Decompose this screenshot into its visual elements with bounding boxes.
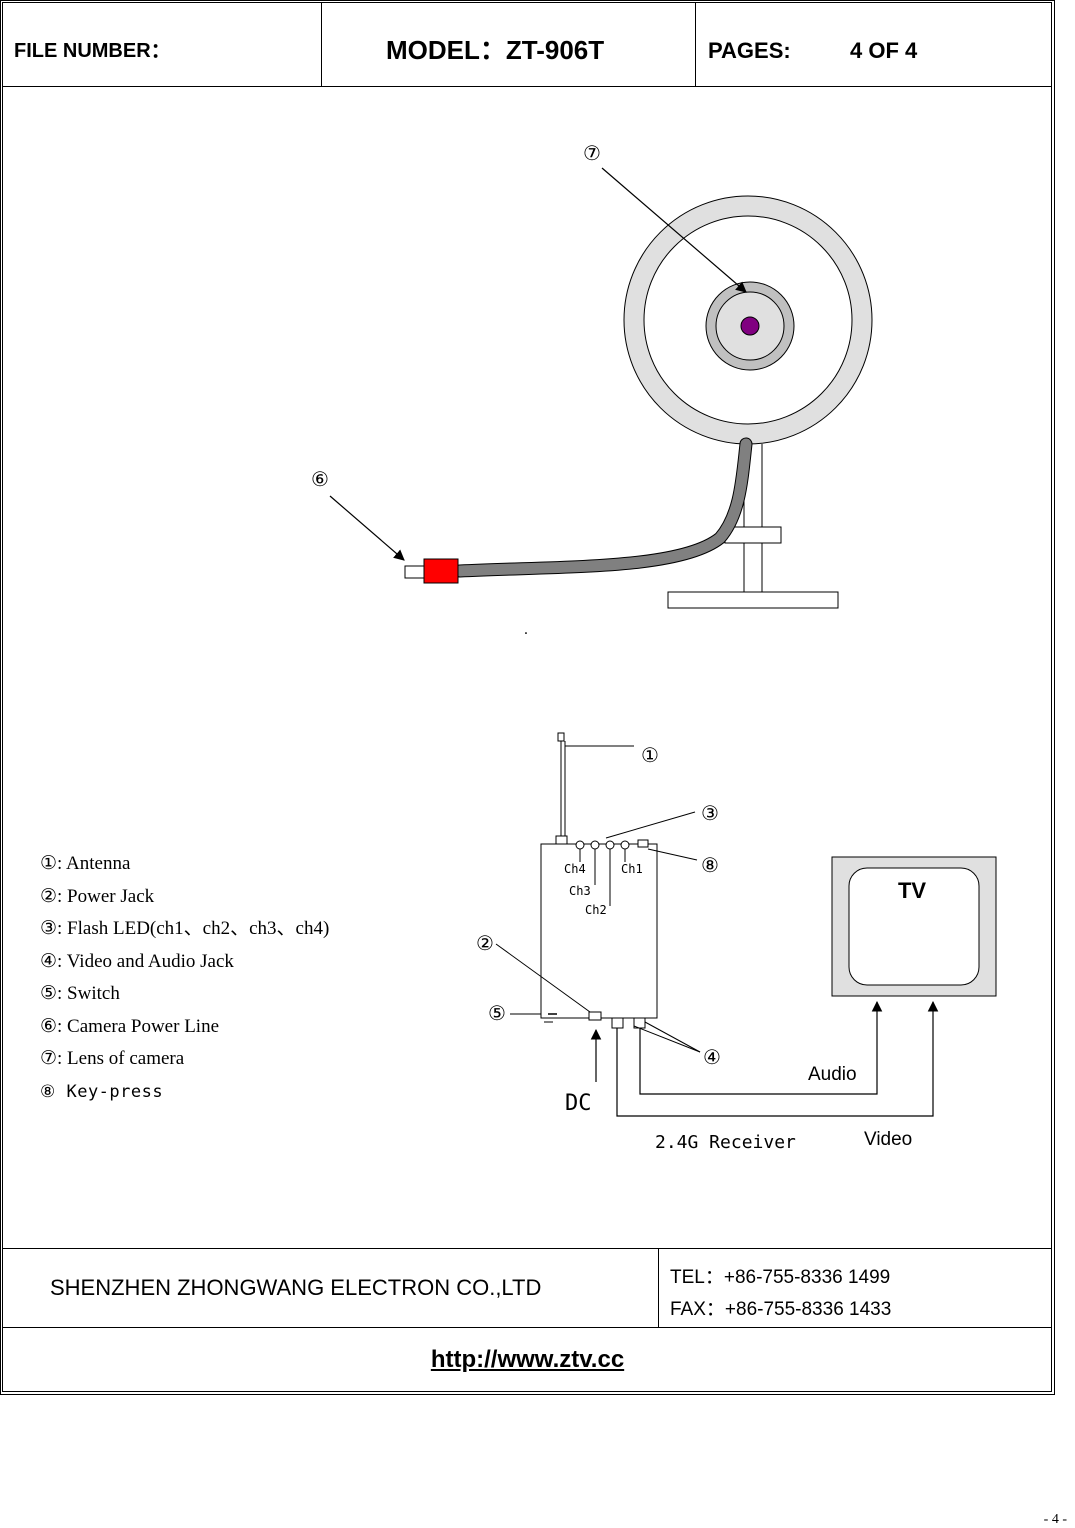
callout-4-leader-b	[644, 1021, 701, 1053]
model-label: MODEL：ZT-906T	[386, 35, 605, 65]
page-border-inner	[2, 2, 1052, 1392]
camera-power-cable	[454, 438, 752, 577]
website-link[interactable]: http://www.ztv.cc	[430, 1346, 625, 1373]
header-col-divider-1	[321, 2, 322, 86]
callout-2-leader	[495, 943, 591, 1013]
camera-lens	[740, 316, 760, 336]
file-number-label: FILE NUMBER：	[14, 40, 171, 62]
label-dc: DC	[565, 1091, 592, 1116]
led-ch3	[590, 840, 600, 850]
label-ch3: Ch3	[569, 884, 591, 898]
callout-4: ④	[703, 1045, 721, 1069]
callout-8: ⑧	[701, 853, 719, 877]
callout-8-leader	[647, 848, 698, 861]
callout-3-leader	[605, 811, 696, 839]
callout-6: ⑥	[311, 467, 329, 491]
company-name: SHENZHEN ZHONGWANG ELECTRON CO.,LTD	[50, 1275, 542, 1300]
legend-item-video-audio-jack: ④: Video and Audio Jack	[40, 950, 234, 972]
legend-item-antenna: ①: Antenna	[40, 853, 131, 874]
label-tv: TV	[898, 878, 926, 903]
receiver-name: 2.4G Receiver	[655, 1132, 796, 1153]
legend-item-key-press: ⑧ Key-press	[40, 1081, 164, 1102]
video-jack	[611, 1017, 624, 1029]
footer-divider-top	[2, 1248, 1052, 1249]
callout-6-arrow	[329, 495, 405, 561]
label-audio: Audio	[808, 1064, 857, 1085]
tv-screen	[848, 867, 980, 986]
power-plug	[423, 558, 459, 584]
callout-1: ①	[641, 743, 659, 767]
led-ch4	[575, 840, 585, 850]
header-col-divider-2	[695, 2, 696, 86]
stray-dot: .	[524, 622, 528, 638]
footer-col-divider	[658, 1248, 659, 1327]
callout-5: ⑤	[488, 1001, 506, 1025]
camera-illustration	[329, 167, 873, 609]
stand-base	[667, 591, 839, 609]
power-jack	[588, 1011, 602, 1021]
callout-2: ②	[476, 931, 494, 955]
page-border-outer	[0, 0, 1055, 1395]
audio-connection	[639, 1000, 883, 1095]
telephone: TEL：+86-755-8336 1499	[670, 1267, 891, 1288]
legend-item-flash-led: ③: Flash LED(ch1、ch2、ch3、ch4)	[40, 918, 330, 939]
legend-item-lens: ⑦: Lens of camera	[40, 1048, 185, 1069]
page-number: - 4 -	[1043, 1512, 1067, 1527]
callout-7-arrow	[601, 167, 747, 293]
label-ch2: Ch2	[585, 903, 607, 917]
led-ch1	[620, 840, 630, 850]
receiver-body	[540, 843, 658, 1019]
pages-value: 4 OF 4	[850, 38, 918, 63]
callout-7: ⑦	[583, 141, 601, 165]
legend-item-power-jack: ②: Power Jack	[40, 885, 155, 907]
plug-tip	[404, 565, 426, 579]
callout-3: ③	[701, 801, 719, 825]
receiver-illustration	[495, 732, 997, 1117]
label-video: Video	[864, 1129, 912, 1150]
callout-4-leader-a	[633, 1025, 701, 1053]
key-press-button	[637, 839, 649, 848]
fax: FAX：+86-755-8336 1433	[670, 1299, 892, 1320]
legend-item-camera-power-line: ⑥: Camera Power Line	[40, 1015, 220, 1037]
legend: ①: Antenna ②: Power Jack ③: Flash LED(ch…	[40, 848, 329, 1108]
header-divider	[2, 86, 1052, 87]
label-ch4: Ch4	[564, 862, 586, 876]
label-ch1: Ch1	[621, 862, 643, 876]
antenna-base	[555, 835, 568, 845]
video-connection	[616, 1000, 939, 1117]
pages-label: PAGES:	[708, 38, 791, 63]
legend-item-switch: ⑤: Switch	[40, 983, 120, 1004]
led-ch2	[605, 840, 615, 850]
footer-divider-bottom	[2, 1327, 1052, 1328]
